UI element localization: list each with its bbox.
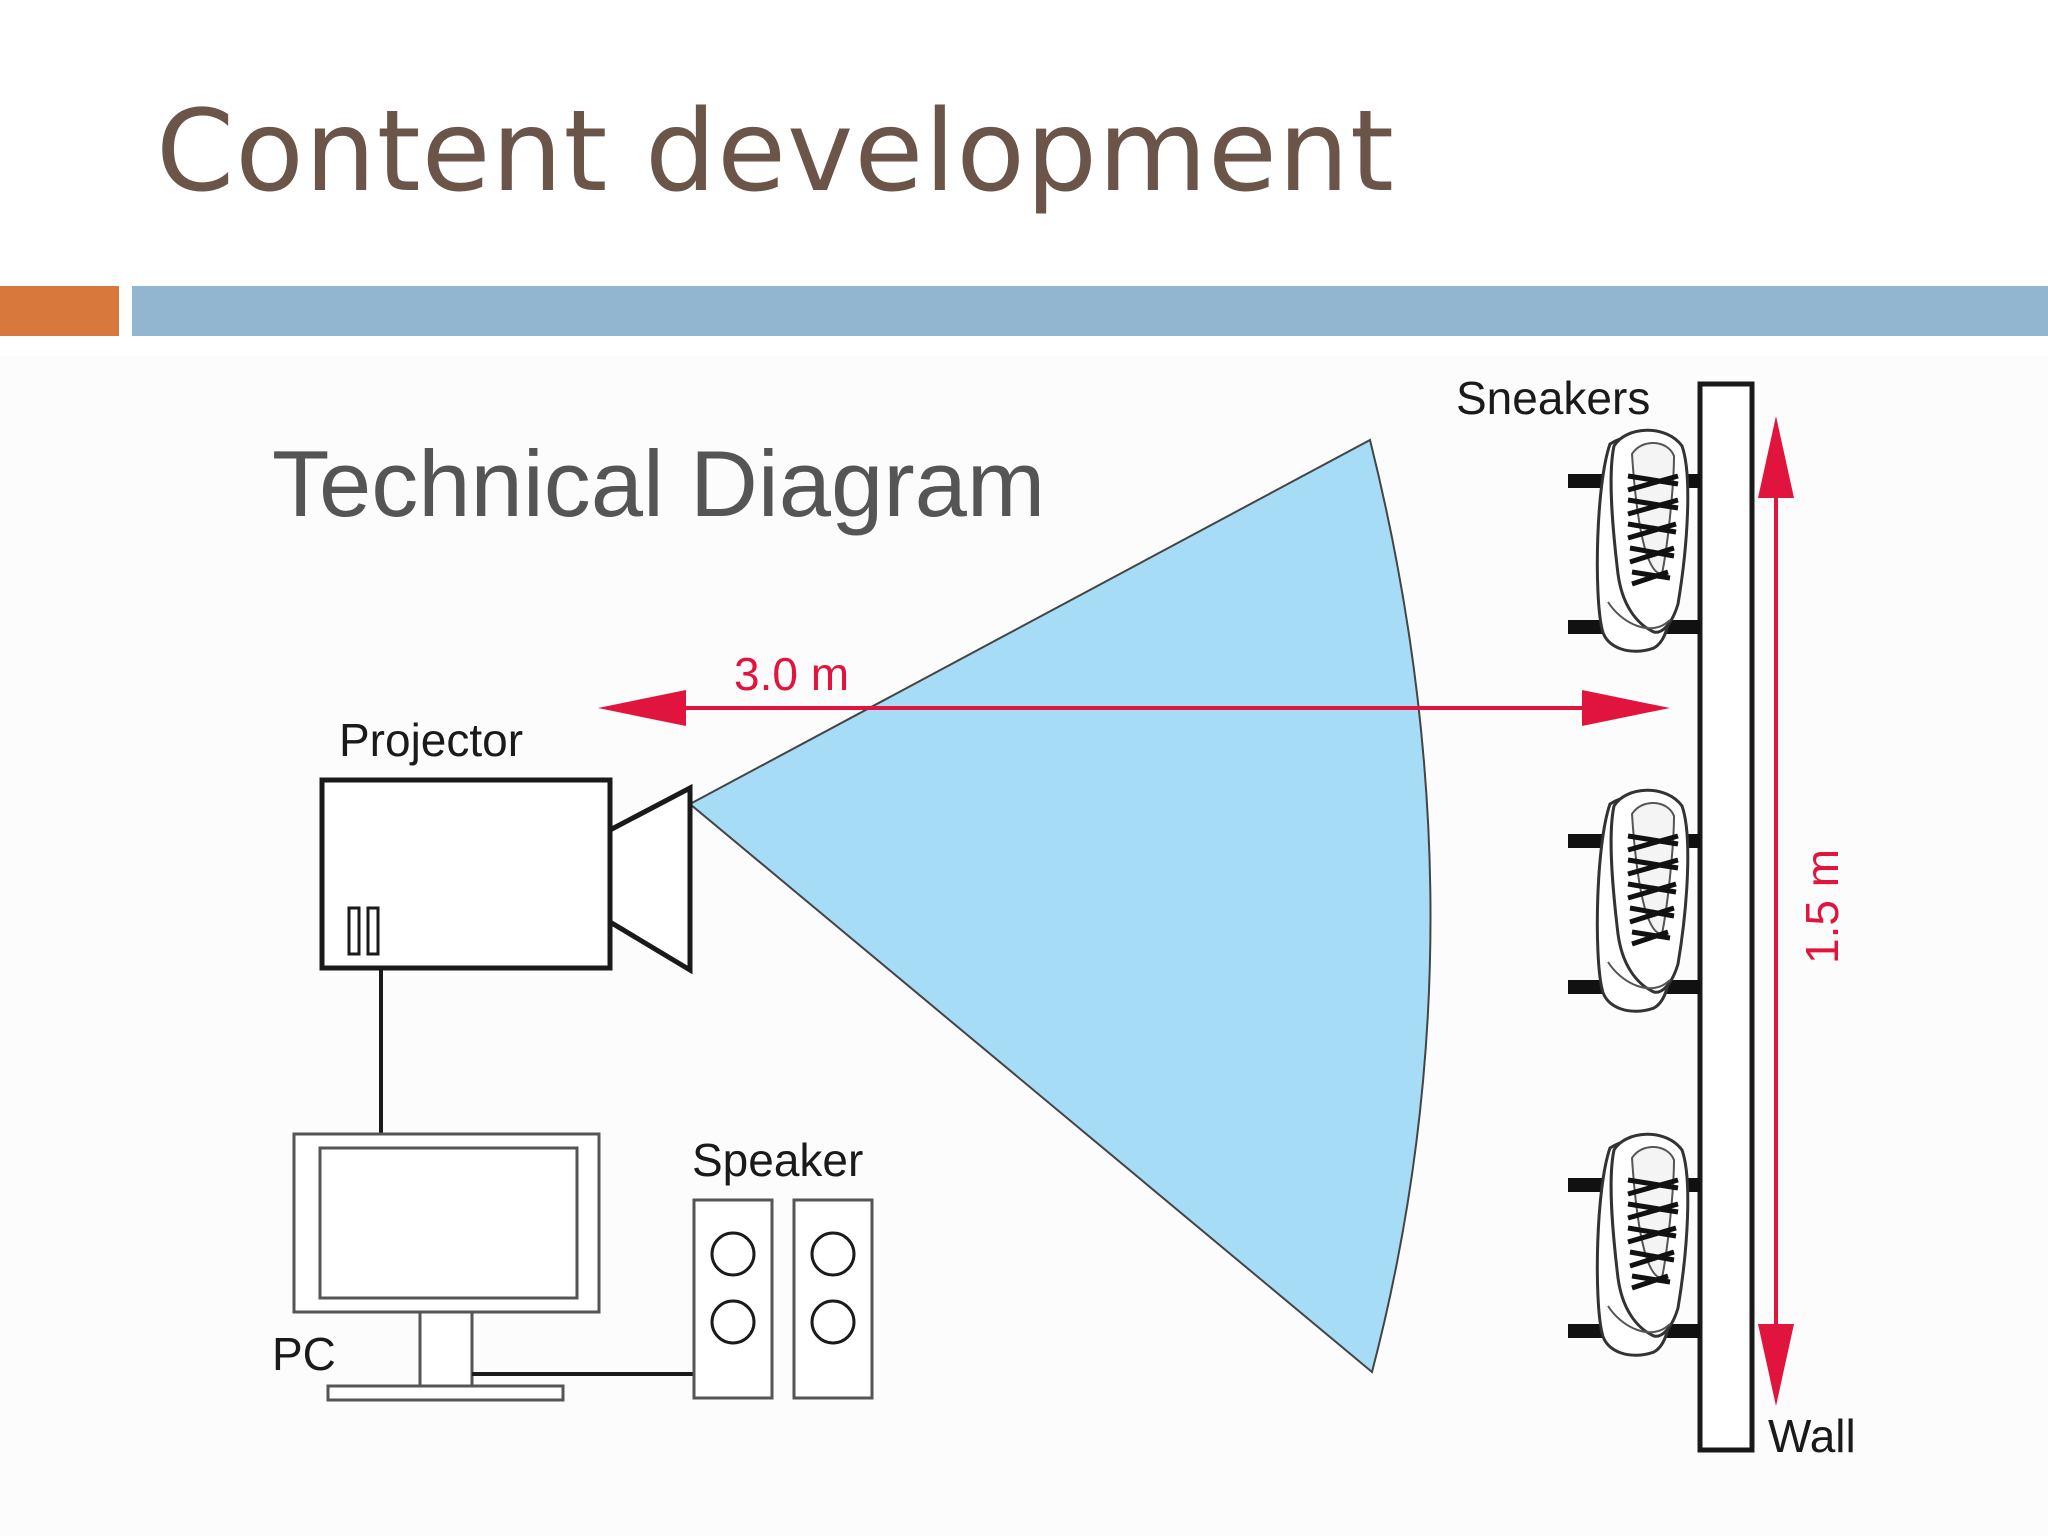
wall [1697,381,1755,1453]
speaker-icon [692,1198,874,1400]
diagram-title: Technical Diagram [272,431,1045,536]
height-dimension [1758,416,1794,1406]
accent-bar-orange [0,286,119,336]
projection-beam [688,438,1432,1374]
accent-bar-blue [132,286,2048,336]
wall-label: Wall [1768,1410,1856,1462]
height-label: 1.5 m [1796,849,1848,964]
projector-label: Projector [339,714,523,766]
speaker-label: Speaker [692,1134,863,1186]
distance-label: 3.0 m [734,648,849,700]
sneakers-label: Sneakers [1456,372,1650,424]
sneaker-icon [1597,1134,1687,1355]
sneaker-icon [1597,790,1687,1011]
pc-label: PC [272,1328,336,1380]
slide-title: Content development [156,87,1395,217]
sneaker-icon [1597,430,1687,651]
distance-dimension [598,690,1670,726]
projector-icon [319,777,693,975]
monitor-icon [292,1132,601,1402]
